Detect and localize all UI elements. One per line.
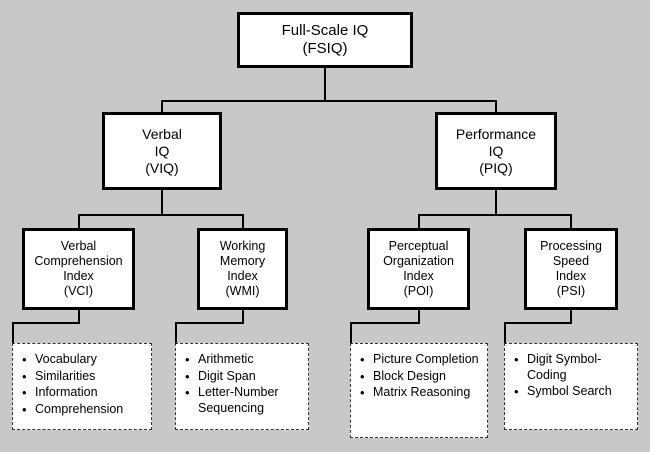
list-item: •Symbol Search [514,384,612,399]
bullet-icon: • [514,384,519,399]
list-item: •Similarities [22,368,96,384]
bullet-icon: • [360,352,365,367]
connector-psi-bar [504,322,571,324]
bullet-icon: • [22,385,27,400]
node-verbal-iq-line1: Verbal [142,125,182,142]
bullet-icon: • [22,368,27,384]
list-item: •Information [22,385,98,400]
node-perceptual-organization-index[interactable]: Perceptual Organization Index (POI) [367,228,470,310]
list-item: •Block Design [360,368,446,384]
node-full-scale-iq-line1: Full-Scale IQ [281,22,369,39]
connector-to-piq [495,100,497,113]
list-item: •Vocabulary [22,352,97,367]
connector-to-wmi [242,214,244,229]
node-wmi-line2: Memory [219,254,266,268]
node-performance-iq[interactable]: Performance IQ (PIQ) [435,112,557,190]
list-item: •Picture Completion [360,352,479,367]
connector-level2-bar [162,100,496,102]
list-item: •Matrix Reasoning [360,385,471,400]
node-vci-line3: Index [63,269,94,283]
node-vci-line2: Comprehension [34,254,123,268]
node-performance-iq-line3: (PIQ) [479,159,513,176]
subtests-wmi: •Arithmetic •Digit Span •Letter-Number S… [175,343,309,430]
bullet-icon: • [360,385,365,400]
connector-psi-down [570,310,572,324]
subtests-psi: •Digit Symbol-Coding •Symbol Search [504,343,638,430]
node-full-scale-iq[interactable]: Full-Scale IQ (FSIQ) [237,12,413,68]
bullet-icon: • [185,352,190,367]
connector-wmi-bar [175,322,243,324]
connector-psi-bracket-left [504,322,506,344]
connector-to-vci [78,214,80,229]
subtests-wmi-list: •Arithmetic •Digit Span •Letter-Number S… [184,352,302,416]
connector-poi-bracket-left [350,322,352,344]
node-psi-line1: Processing [540,239,602,253]
list-item: •Letter-Number Sequencing [185,385,279,415]
connector-root-down [324,68,326,101]
connector-piq-bar [418,214,572,216]
connector-vci-down [78,310,80,324]
subtests-vci: •Vocabulary •Similarities •Information •… [12,343,152,430]
node-vci-line4: (VCI) [63,284,94,298]
node-full-scale-iq-line2: (FSIQ) [302,40,348,57]
node-wmi-line4: (WMI) [225,284,260,298]
subtests-poi: •Picture Completion •Block Design •Matri… [350,343,488,438]
subtests-psi-list: •Digit Symbol-Coding •Symbol Search [513,352,631,400]
bullet-icon: • [185,385,190,400]
node-working-memory-index[interactable]: Working Memory Index (WMI) [197,228,288,310]
node-psi-line2: Speed [552,254,590,268]
node-poi-line2: Organization [383,254,454,268]
connector-wmi-down [242,310,244,324]
node-wmi-line3: Index [227,269,258,283]
node-verbal-iq-line2: IQ [154,142,170,159]
bullet-icon: • [185,368,190,384]
connector-piq-down [495,190,497,215]
connector-wmi-bracket-left [175,322,177,344]
bullet-icon: • [22,352,27,367]
node-verbal-comprehension-index[interactable]: Verbal Comprehension Index (VCI) [22,228,135,310]
list-item: •Digit Span [185,368,256,384]
node-wmi-line1: Working [219,239,266,253]
list-item: •Digit Symbol-Coding [514,352,602,382]
list-item: •Comprehension [22,401,124,417]
node-poi-line4: (POI) [403,284,434,298]
node-psi-line3: Index [555,269,587,283]
list-item: •Arithmetic [185,352,254,367]
connector-to-viq [161,100,163,113]
connector-to-poi [418,214,420,229]
node-poi-line1: Perceptual [388,239,449,253]
node-verbal-iq-line3: (VIQ) [145,159,179,176]
node-performance-iq-line1: Performance [455,125,537,142]
node-processing-speed-index[interactable]: Processing Speed Index (PSI) [524,228,618,310]
connector-vci-bar [12,322,79,324]
subtests-vci-list: •Vocabulary •Similarities •Information •… [21,352,145,417]
node-verbal-iq[interactable]: Verbal IQ (VIQ) [102,112,222,190]
node-vci-line1: Verbal [60,239,97,253]
bullet-icon: • [22,401,27,417]
node-poi-line3: Index [403,269,434,283]
connector-poi-down [418,310,420,324]
connector-to-psi [570,214,572,229]
connector-viq-bar [78,214,244,216]
connector-viq-down [161,190,163,215]
node-psi-line4: (PSI) [556,284,586,298]
connector-vci-bracket-left [12,322,14,344]
bullet-icon: • [514,352,519,367]
subtests-poi-list: •Picture Completion •Block Design •Matri… [359,352,481,401]
bullet-icon: • [360,368,365,384]
node-performance-iq-line2: IQ [488,142,504,159]
connector-poi-bar [350,322,419,324]
